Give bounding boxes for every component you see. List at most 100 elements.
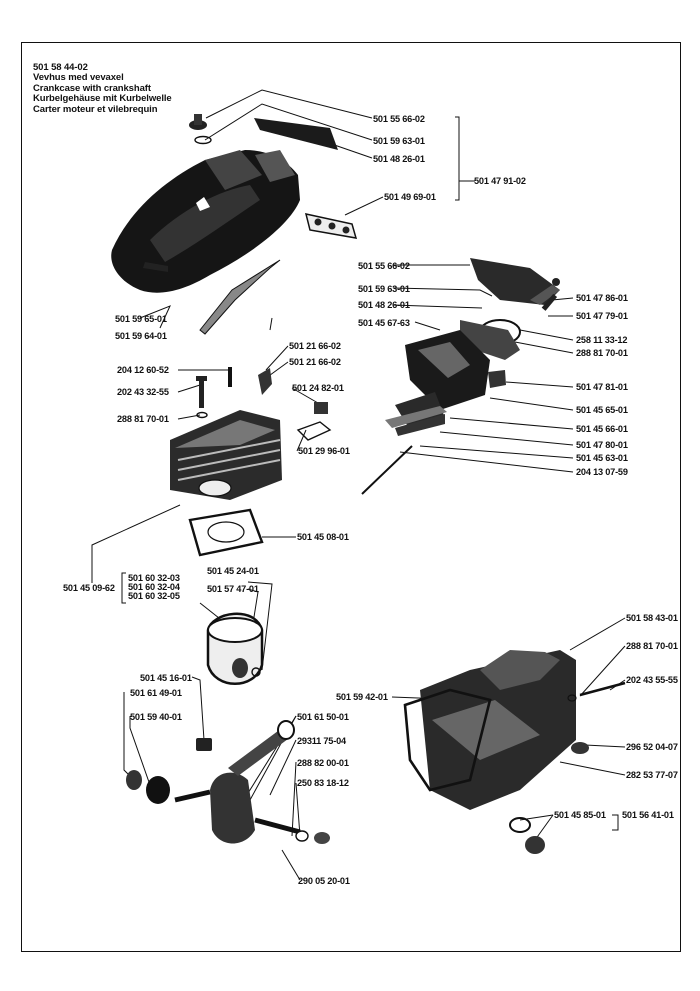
leader-line: [559, 761, 626, 776]
part-label: 501 21 66-02: [289, 341, 341, 351]
leader-line: [344, 196, 384, 216]
piston-assembly: [206, 612, 264, 685]
bracket-line: [612, 814, 619, 831]
part-label: 288 81 70-01: [626, 641, 678, 651]
leader-line: [505, 381, 574, 388]
part-label: 501 45 65-01: [576, 405, 628, 415]
leader-line: [265, 345, 289, 371]
part-label: 501 29 96-01: [298, 446, 350, 456]
title-line-fr: Carter moteur et vilebrequin: [33, 103, 158, 115]
part-label: 202 43 32-55: [117, 387, 169, 397]
leader-line: [123, 692, 133, 779]
part-label: 501 60 32-04: [128, 582, 180, 592]
leader-line: [414, 321, 441, 331]
part-label: 501 24 82-01: [292, 383, 344, 393]
part-label: 501 55 66-02: [373, 114, 425, 124]
part-label: 501 61 50-01: [297, 712, 349, 722]
part-label: 501 45 24-01: [207, 566, 259, 576]
part-label: 501 45 66-01: [576, 424, 628, 434]
title-line-de: Kurbelgehäuse mit Kurbelwelle: [33, 93, 172, 105]
leader-line: [439, 431, 574, 446]
part-label: 501 60 32-03: [128, 573, 180, 583]
part-label: 288 81 70-01: [117, 414, 169, 424]
leader-line: [569, 617, 626, 651]
part-label: 501 47 81-01: [576, 382, 628, 392]
title-part-number: 501 58 44-02: [33, 62, 88, 73]
part-label: 501 45 09-62: [63, 583, 115, 593]
part-label: 501 47 91-02: [474, 176, 526, 186]
leader-line: [177, 384, 201, 393]
part-label: 501 48 26-01: [358, 300, 410, 310]
part-label: 204 12 60-52: [117, 365, 169, 375]
leader-line: [295, 782, 301, 837]
part-label: 501 47 86-01: [576, 293, 628, 303]
leader-line: [291, 387, 319, 404]
part-label: 501 45 63-01: [576, 453, 628, 463]
part-label: 296 52 04-07: [626, 742, 678, 752]
title-line-sv: Vevhus med vevaxel: [33, 72, 124, 84]
leader-line: [247, 581, 273, 671]
part-label: 501 59 64-01: [115, 331, 167, 341]
part-label: 501 21 66-02: [289, 357, 341, 367]
part-label: 501 45 67-63: [358, 318, 410, 328]
part-label: 290 05 20-01: [298, 876, 350, 886]
leader-line: [489, 397, 574, 411]
leader-line: [419, 445, 574, 459]
leader-line: [205, 89, 373, 119]
part-label: 258 11 33-12: [576, 335, 628, 345]
leader-line: [551, 297, 574, 301]
bracket-line: [455, 116, 460, 201]
part-label: 288 82 00-01: [297, 758, 349, 768]
part-label: 501 47 80-01: [576, 440, 628, 450]
bracket-line: [121, 572, 126, 604]
leader-line: [139, 305, 171, 329]
leader-line: [399, 451, 574, 473]
part-label: 282 53 77-07: [626, 770, 678, 780]
part-label: 501 55 66-02: [358, 261, 410, 271]
part-label: 501 48 26-01: [373, 154, 425, 164]
part-label: 501 59 63-01: [358, 284, 410, 294]
part-label: 501 56 41-01: [622, 810, 674, 820]
leader-line: [584, 744, 626, 748]
crankcase-assembly: [403, 650, 626, 854]
title-block: 501 58 44-02 Vevhus med vevaxel Crankcas…: [33, 62, 172, 115]
cylinder-cover: [111, 114, 358, 335]
leader-line: [204, 103, 373, 141]
leader-line: [392, 287, 493, 297]
crankshaft-assembly: [126, 720, 330, 844]
leader-line: [519, 329, 574, 341]
intake-assembly: [361, 258, 560, 495]
part-label: 501 45 16-01: [140, 673, 192, 683]
part-label: 501 60 32-05: [128, 591, 180, 601]
part-label: 501 57 47-01: [207, 584, 259, 594]
leader-line: [281, 849, 301, 881]
leader-line: [392, 304, 483, 309]
part-label: 501 47 79-01: [576, 311, 628, 321]
leader-line: [269, 739, 297, 796]
leader-line: [269, 317, 273, 331]
leader-line: [177, 414, 201, 420]
drawing-frame: [21, 42, 681, 952]
cylinder-assembly: [170, 367, 332, 557]
part-label: 501 49 69-01: [384, 192, 436, 202]
leader-line: [129, 716, 151, 786]
leader-line: [291, 761, 297, 837]
part-label: 501 61 49-01: [130, 688, 182, 698]
part-label: 501 45 85-01: [554, 810, 606, 820]
part-label: 29311 75-04: [297, 736, 346, 746]
leader-line: [579, 645, 626, 697]
part-label: 501 59 65-01: [115, 314, 167, 324]
leader-line: [534, 814, 554, 841]
leader-line: [296, 429, 307, 452]
leader-line: [191, 676, 205, 741]
part-label: 204 13 07-59: [576, 467, 628, 477]
part-label: 501 58 43-01: [626, 613, 678, 623]
part-label: 501 59 42-01: [336, 692, 388, 702]
part-label: 288 81 70-01: [576, 348, 628, 358]
part-label: 501 59 63-01: [373, 136, 425, 146]
leader-line: [91, 504, 181, 583]
part-label: 501 45 08-01: [297, 532, 349, 542]
leader-line: [449, 417, 574, 430]
